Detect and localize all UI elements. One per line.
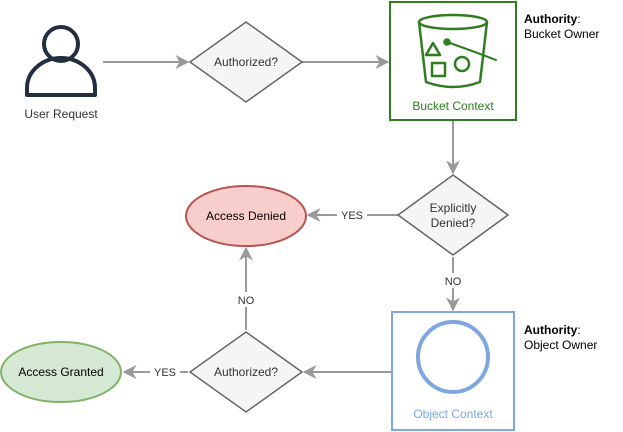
bucket-context-box: Bucket Context [389,1,517,121]
authority-object-colon: : [577,323,581,337]
edge-label-denied-yes: YES [341,210,363,222]
authorized-bottom-label: Authorized? [214,365,278,379]
object-context-box: Object Context [391,311,515,431]
authority-object-heading: Authority [524,323,578,337]
user-icon [25,25,97,97]
access-granted-node: Access Granted [0,341,122,403]
authority-bucket-heading: Authority [524,12,578,26]
edge-label-authorized-no: NO [238,295,255,307]
object-context-label: Object Context [413,407,493,421]
user-request-label: User Request [24,107,98,121]
edge-labels: YES NO NO YES [150,207,466,379]
bucket-context-label: Bucket Context [412,99,494,113]
user-request-node: User Request [24,25,98,121]
explicitly-denied-label-line1: Explicitly [430,201,477,215]
authority-bucket-colon: : [577,12,581,26]
bucket-icon [417,13,497,89]
access-denied-label: Access Denied [206,209,286,223]
authorized-top-diamond: Authorized? [188,21,304,103]
authority-bucket-annotation: Authority: Bucket Owner [524,12,599,42]
access-denied-node: Access Denied [185,185,307,247]
authorized-top-label: Authorized? [214,55,278,69]
authority-object-value: Object Owner [524,338,598,352]
object-icon [416,320,490,394]
edge-label-denied-no: NO [445,276,462,288]
authority-object-annotation: Authority: Object Owner [524,323,597,353]
explicitly-denied-diamond: Explicitly Denied? [396,174,510,256]
edge-label-authorized-yes: YES [154,367,176,379]
explicitly-denied-label-line2: Denied? [431,216,476,230]
authority-bucket-value: Bucket Owner [524,27,600,41]
access-granted-label: Access Granted [18,365,103,379]
authorized-bottom-diamond: Authorized? [188,331,304,413]
